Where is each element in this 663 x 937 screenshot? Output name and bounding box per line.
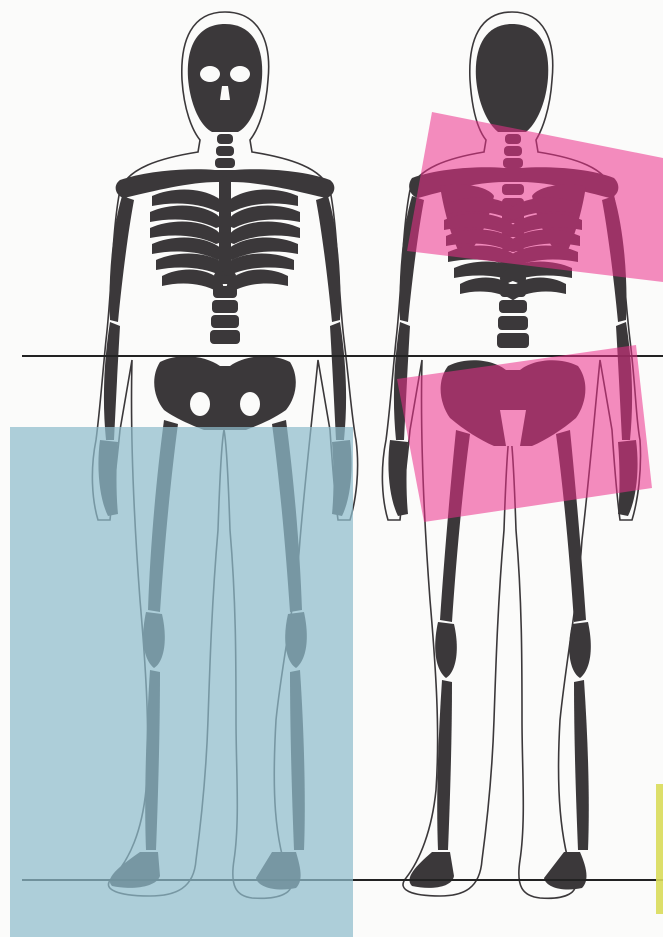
front-right-obturator: [240, 392, 260, 416]
lower-limbs-highlight-overlay: [10, 427, 353, 937]
back-skull: [476, 24, 548, 132]
front-left-eye-socket: [200, 66, 220, 82]
front-left-obturator: [190, 392, 210, 416]
front-skull: [188, 24, 262, 132]
front-right-eye-socket: [230, 66, 250, 82]
edge-highlight-overlay: [656, 784, 663, 914]
